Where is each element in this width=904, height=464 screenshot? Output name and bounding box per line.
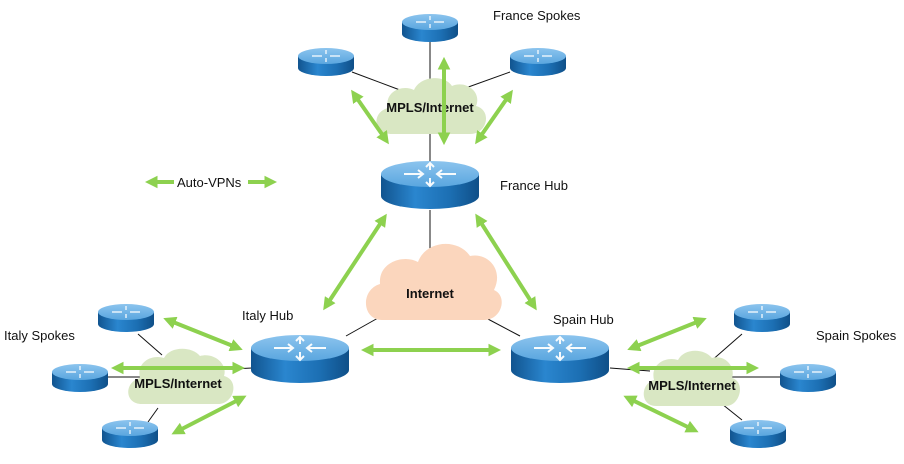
auto-vpn-arrows: [110, 56, 760, 435]
router-france-spoke-top: [401, 13, 459, 43]
italy-spokes-label: Italy Spokes: [4, 328, 75, 343]
router-italy-spoke-mid: [51, 363, 109, 393]
vpn-arrow-italy-top: [163, 316, 243, 352]
cloud-italy-label: MPLS/Internet: [134, 376, 222, 391]
spain-spokes-label: Spain Spokes: [816, 328, 897, 343]
vpn-arrow-spain-top: [627, 316, 707, 352]
spain-hub-label: Spain Hub: [553, 312, 614, 327]
legend-label: Auto-VPNs: [177, 175, 242, 190]
router-spain-spoke-bottom: [729, 419, 787, 449]
vpn-arrow-spain-bottom: [623, 395, 699, 433]
france-spokes-label: France Spokes: [493, 8, 581, 23]
router-spain-spoke-top: [733, 303, 791, 333]
router-italy-spoke-bottom: [101, 419, 159, 449]
cloud-spain-label: MPLS/Internet: [648, 378, 736, 393]
vpn-arrow-france-italy: [323, 213, 387, 311]
router-france-spoke-left: [297, 47, 355, 77]
link-italy-spoke-bottom: [147, 407, 159, 423]
router-france-hub: [380, 160, 480, 210]
italy-hub-label: Italy Hub: [242, 308, 293, 323]
cloud-internet: Internet: [365, 243, 502, 320]
cloud-france-label: MPLS/Internet: [386, 100, 474, 115]
vpn-arrow-france-right: [475, 89, 513, 145]
cloud-spain: MPLS/Internet: [643, 350, 740, 406]
link-spain-spoke-bottom: [721, 403, 743, 421]
vpn-arrow-france-spain: [475, 213, 537, 311]
cloud-internet-label: Internet: [406, 286, 454, 301]
link-italy-spoke-top: [137, 333, 163, 356]
link-italy-hub-internet: [345, 317, 379, 337]
router-france-spoke-right: [509, 47, 567, 77]
vpn-arrow-france-left: [351, 89, 389, 145]
router-spain-spoke-mid: [779, 363, 837, 393]
cloud-france: MPLS/Internet: [376, 78, 487, 134]
router-italy-hub: [250, 334, 350, 384]
link-france-spoke-left: [351, 71, 401, 91]
router-spain-hub: [510, 334, 610, 384]
cloud-italy: MPLS/Internet: [128, 348, 234, 404]
router-italy-spoke-top: [97, 303, 155, 333]
link-spain-hub-internet: [485, 317, 521, 337]
vpn-arrow-italy-bottom: [171, 395, 247, 435]
france-hub-label: France Hub: [500, 178, 568, 193]
legend: Auto-VPNs: [144, 175, 278, 190]
